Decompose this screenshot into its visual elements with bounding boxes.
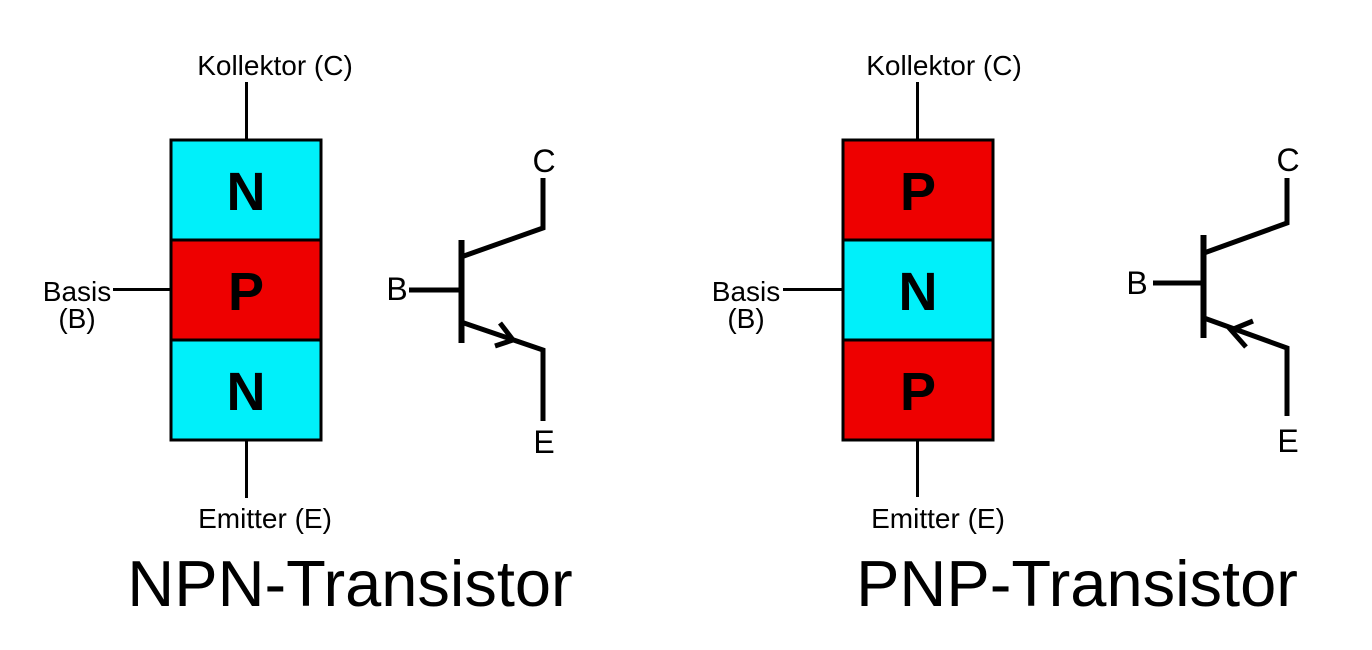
npn-base-abbrev: (B) (58, 303, 95, 334)
pnp-region-letter-bottom: P (900, 362, 936, 422)
pnp-symbol-emitter-lead (1203, 315, 1290, 416)
npn-symbol-emitter-arrow-out (494, 321, 518, 349)
pnp-region-letter-top: P (900, 162, 936, 222)
npn-symbol-emitter-lead (460, 319, 546, 421)
npn-region-letter-bottom: N (227, 362, 266, 422)
npn-symbol-collector-lead (460, 178, 546, 260)
npn-symbol: B C E (386, 143, 555, 460)
npn-base-label: Basis (43, 276, 111, 307)
pnp-region-emitter (841, 338, 995, 442)
npn-symbol-emitter-letter: E (533, 424, 554, 460)
pnp-block: P N P (841, 138, 995, 442)
npn-block: N P N (169, 138, 323, 442)
pnp-figure-title: PNP-Transistor (856, 547, 1298, 620)
npn-figure-title: NPN-Transistor (127, 547, 572, 620)
pnp-base-label: Basis (712, 276, 780, 307)
npn-symbol-collector-letter: C (532, 143, 555, 179)
pnp-figure: Kollektor (C) P N P Basis (B) Emitter (E… (712, 50, 1300, 620)
npn-symbol-base-letter: B (386, 271, 407, 307)
npn-region-base (169, 238, 323, 342)
pnp-region-collector (841, 138, 995, 242)
npn-figure: Kollektor (C) N P N Basis (B) Emitter (E… (43, 50, 573, 620)
pnp-collector-label: Kollektor (C) (866, 50, 1022, 81)
pnp-symbol: B C E (1126, 142, 1299, 459)
npn-emitter-label: Emitter (E) (198, 503, 332, 534)
pnp-emitter-label: Emitter (E) (871, 503, 1005, 534)
pnp-base-abbrev: (B) (727, 303, 764, 334)
pnp-symbol-emitter-arrow-in (1226, 318, 1254, 349)
pnp-symbol-base-letter: B (1126, 265, 1147, 301)
pnp-symbol-collector-lead (1203, 178, 1290, 256)
npn-region-letter-middle: P (228, 262, 264, 322)
pnp-region-letter-middle: N (899, 262, 938, 322)
npn-collector-label: Kollektor (C) (197, 50, 353, 81)
pnp-symbol-collector-letter: C (1276, 142, 1299, 178)
npn-region-letter-top: N (227, 162, 266, 222)
pnp-symbol-emitter-letter: E (1277, 423, 1298, 459)
